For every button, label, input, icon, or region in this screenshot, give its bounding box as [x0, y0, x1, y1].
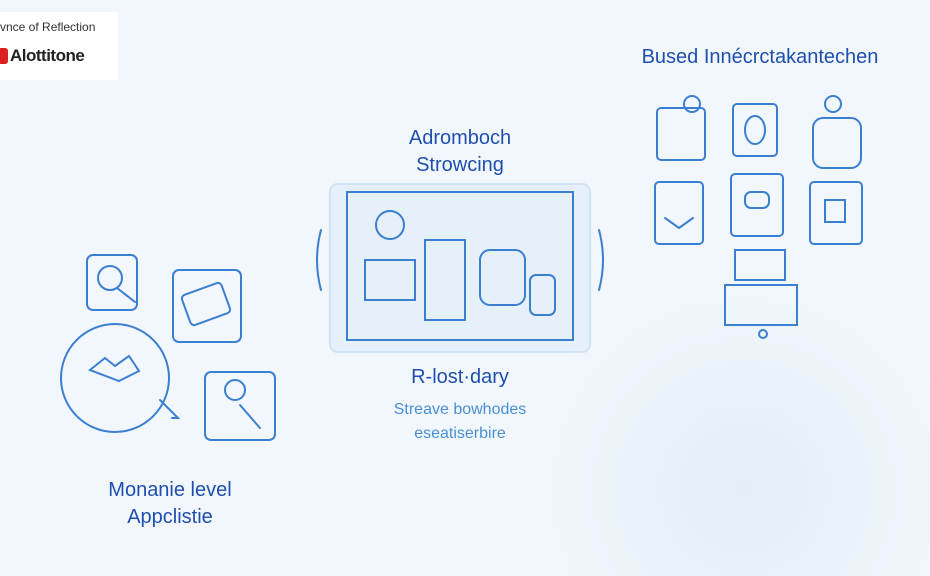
section-left-title-line2: Appclistie [127, 506, 213, 528]
section-center-caption: R-lost·dary [411, 366, 509, 388]
section-center-subtitle: Streave bowhodes eseatiserbire [350, 398, 570, 446]
logo-badge: vnce of Reflection Alottitone [0, 12, 118, 80]
section-center-title-line1: Adromboch [408, 127, 512, 149]
left-sketch-icons [60, 254, 276, 441]
section-center-sub-line2: eseatiserbire [414, 425, 506, 442]
section-left-title: Monanie level Appclistie [70, 477, 270, 531]
center-dashboard-sketch [316, 183, 604, 353]
logo-mark-icon [0, 48, 8, 64]
logo-subtitle: vnce of Reflection [0, 20, 96, 34]
section-center-sub-line1: Streave bowhodes [393, 401, 527, 418]
section-left-title-line1: Monanie level [108, 479, 232, 501]
section-right-title: Bused Innécrctakantechen [641, 46, 879, 68]
section-center-title-line2: Strowcing [416, 154, 504, 176]
right-sketch-icons [654, 95, 863, 339]
logo-brand: Alottitone [10, 46, 85, 65]
section-center-title: Adromboch Strowcing [360, 125, 560, 179]
